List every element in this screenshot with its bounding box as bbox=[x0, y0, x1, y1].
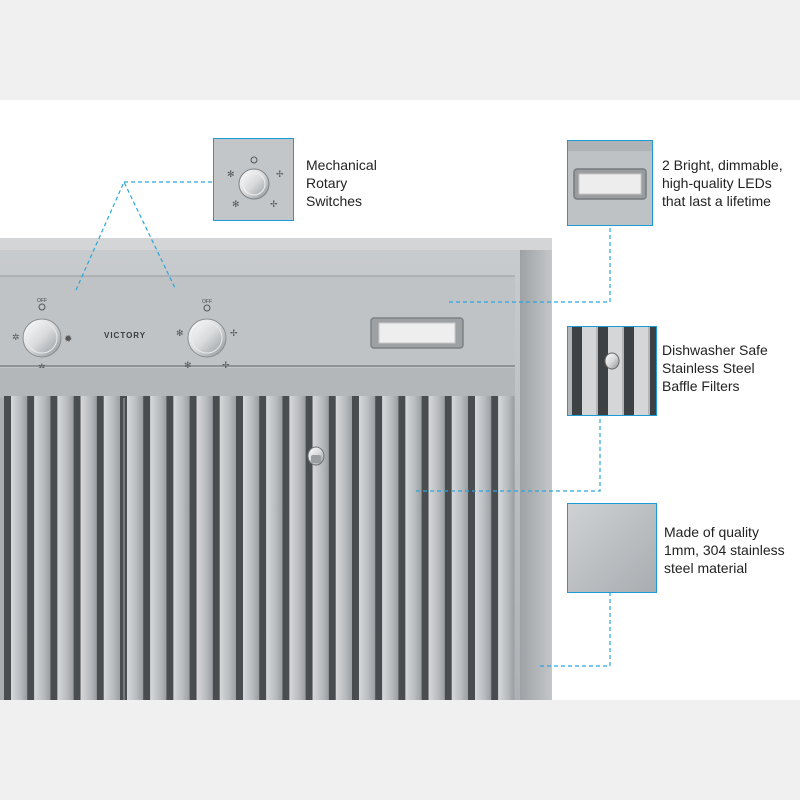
baffle-filter-closeup bbox=[568, 327, 656, 415]
baffle-gap bbox=[398, 396, 406, 700]
baffle-gap bbox=[282, 396, 290, 700]
baffle-slat bbox=[451, 396, 468, 700]
callout-line: 1mm, 304 stainless bbox=[664, 542, 785, 558]
led-light bbox=[370, 317, 464, 349]
baffle-slat bbox=[150, 396, 167, 700]
baffle-slat bbox=[475, 396, 491, 700]
light-icon: ✲ bbox=[12, 332, 20, 342]
baffle-slat bbox=[382, 396, 399, 700]
baffle-gap bbox=[444, 396, 452, 700]
fan-icon: ✻ bbox=[176, 328, 184, 338]
baffle-slat bbox=[359, 396, 375, 700]
baffle-slat bbox=[428, 396, 445, 700]
svg-text:✢: ✢ bbox=[270, 199, 278, 209]
baffle-slat bbox=[80, 396, 97, 700]
filter-handle bbox=[307, 446, 325, 466]
filters-callout: Dishwasher Safe Stainless Steel Baffle F… bbox=[662, 341, 768, 395]
baffle-slat bbox=[289, 396, 306, 700]
baffle-slat bbox=[405, 396, 422, 700]
left-rotary-knob: OFF ✲ ✹ ✲ bbox=[12, 298, 72, 372]
light-icon: ✹ bbox=[64, 334, 72, 345]
baffle-gap bbox=[50, 396, 58, 700]
baffle-gap bbox=[189, 396, 197, 700]
baffle-filters bbox=[4, 396, 515, 700]
baffle-gap bbox=[4, 396, 11, 700]
baffle-gap bbox=[491, 396, 499, 700]
fan-icon: ✢ bbox=[230, 328, 238, 338]
callout-line: Dishwasher Safe bbox=[662, 342, 768, 358]
brand-logo: VICTORY bbox=[104, 331, 146, 340]
leds-callout: 2 Bright, dimmable, high-quality LEDs th… bbox=[662, 156, 783, 210]
baffle-gap bbox=[143, 396, 151, 700]
switch-detail-thumbnail: ✻ ✢ ✻ ✢ bbox=[213, 138, 294, 221]
baffle-slat bbox=[173, 396, 190, 700]
svg-text:✢: ✢ bbox=[276, 169, 284, 179]
right-rotary-knob: OFF ✻ ✢ ✻ ✢ bbox=[176, 299, 238, 370]
fan-icon: ✻ bbox=[184, 360, 192, 370]
light-icon: ✲ bbox=[38, 362, 46, 372]
baffle-slat bbox=[266, 396, 283, 700]
baffle-slat bbox=[34, 396, 51, 700]
callout-line: high-quality LEDs bbox=[662, 175, 772, 191]
callout-lines bbox=[75, 180, 611, 667]
knob-label: OFF bbox=[37, 298, 47, 304]
callout-line: that last a lifetime bbox=[662, 193, 771, 209]
baffle-slat bbox=[103, 396, 120, 700]
callout-line: Switches bbox=[306, 193, 363, 209]
svg-text:✻: ✻ bbox=[232, 199, 240, 209]
baffle-gap bbox=[73, 396, 81, 700]
callout-line: Mechanical bbox=[306, 157, 377, 173]
baffle-slat bbox=[196, 396, 213, 700]
filter-detail-thumbnail bbox=[567, 326, 657, 416]
baffle-gap bbox=[27, 396, 35, 700]
baffle-gap bbox=[96, 396, 104, 700]
callout-line: steel material bbox=[664, 560, 748, 576]
product-photo: OFF ✲ ✹ ✲ VICTORY OFF ✻ ✢ ✻ ✢ bbox=[0, 100, 800, 700]
fan-icon: ✢ bbox=[222, 360, 230, 370]
baffle-gap bbox=[352, 396, 359, 700]
material-callout: Made of quality 1mm, 304 stainless steel… bbox=[664, 523, 785, 577]
baffle-gap bbox=[166, 396, 174, 700]
baffle-gap bbox=[305, 396, 313, 700]
baffle-slat bbox=[57, 396, 74, 700]
svg-text:✻: ✻ bbox=[227, 169, 235, 179]
callout-line: 2 Bright, dimmable, bbox=[662, 157, 783, 173]
baffle-gap bbox=[212, 396, 220, 700]
baffle-gap bbox=[328, 396, 336, 700]
range-hood-image: OFF ✲ ✹ ✲ VICTORY OFF ✻ ✢ ✻ ✢ bbox=[0, 180, 611, 700]
led-closeup bbox=[568, 141, 652, 225]
callout-line: Baffle Filters bbox=[662, 378, 740, 394]
baffle-gap bbox=[259, 396, 267, 700]
baffle-gap bbox=[236, 396, 243, 700]
steel-texture-closeup bbox=[568, 504, 656, 592]
baffle-slat bbox=[11, 396, 27, 700]
led-detail-thumbnail bbox=[567, 140, 653, 226]
baffle-slat bbox=[219, 396, 236, 700]
baffle-gap bbox=[375, 396, 383, 700]
material-detail-thumbnail bbox=[567, 503, 657, 593]
callout-line: Made of quality bbox=[664, 524, 759, 540]
baffle-slat bbox=[127, 396, 143, 700]
baffle-gap bbox=[468, 396, 475, 700]
callout-line: Stainless Steel bbox=[662, 360, 755, 376]
callout-line: Rotary bbox=[306, 175, 348, 191]
baffle-slat bbox=[243, 396, 259, 700]
baffle-gap bbox=[421, 396, 429, 700]
rotary-switch-closeup: ✻ ✢ ✻ ✢ bbox=[214, 139, 293, 220]
knob-label: OFF bbox=[202, 299, 212, 305]
switches-callout: Mechanical Rotary Switches bbox=[306, 156, 377, 210]
baffle-slat bbox=[312, 396, 329, 700]
baffle-slat bbox=[498, 396, 515, 700]
baffle-slat bbox=[335, 396, 352, 700]
